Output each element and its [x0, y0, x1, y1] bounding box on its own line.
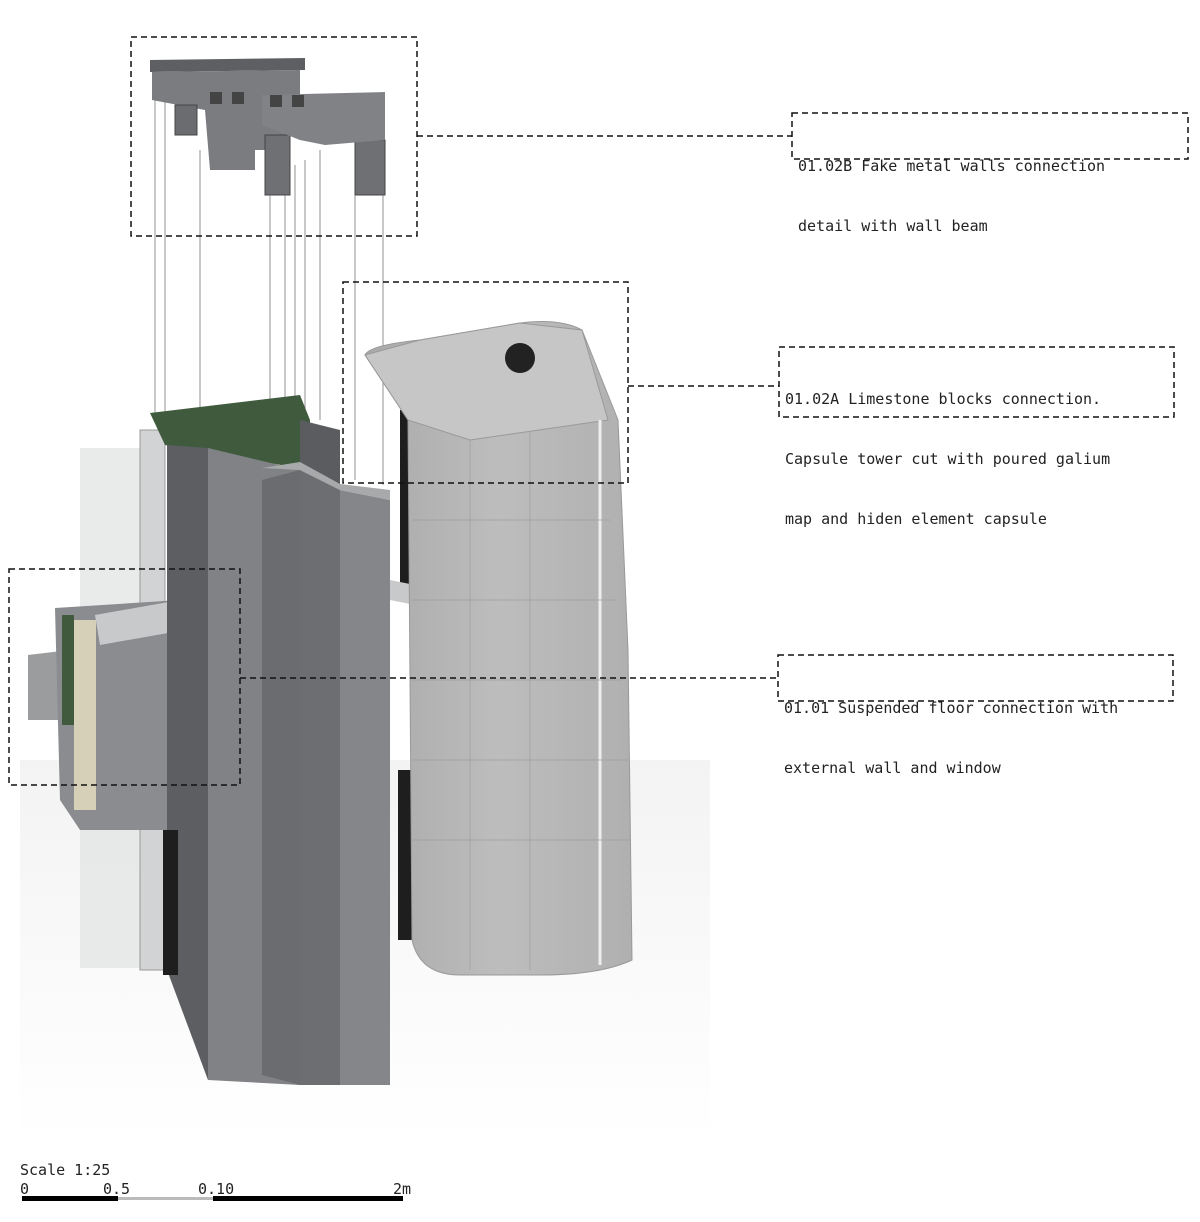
- detail-box-01-02a: [342, 281, 629, 484]
- capsule-hole: [505, 343, 535, 373]
- suspended-floor: [28, 600, 185, 830]
- callout-line: map and hiden element capsule: [785, 510, 1047, 528]
- scale-tick: 0.5: [103, 1180, 131, 1198]
- callout-01-02a: 01.02A Limestone blocks connection. Caps…: [779, 347, 1110, 549]
- detail-box-01-01: [8, 568, 241, 786]
- callout-01-02b: 01.02B Fake metal walls connection detai…: [792, 114, 1105, 256]
- hanger-lines: [154, 100, 384, 485]
- scale-title: Scale 1:25: [20, 1161, 111, 1179]
- scale-bar: [22, 1196, 403, 1201]
- callout-01-01: 01.01 Suspended floor connection with ex…: [778, 656, 1118, 798]
- green-insulation: [150, 395, 310, 470]
- scale-tick: 0: [20, 1180, 30, 1198]
- callout-box-01-02b: [791, 112, 1189, 160]
- metal-columns: [163, 410, 415, 1085]
- callout-line: 01.02B Fake metal walls connection: [798, 157, 1106, 175]
- scale-tick: 0.10: [198, 1180, 235, 1198]
- callout-line: external wall and window: [784, 759, 1001, 777]
- callout-box-01-02a: [778, 346, 1175, 418]
- callout-line: Capsule tower cut with poured galium: [785, 450, 1111, 468]
- scale-tick: 2m: [393, 1180, 412, 1198]
- callout-line: detail with wall beam: [798, 217, 988, 235]
- capsule-tower: [364, 321, 633, 976]
- callout-line: 01.02A Limestone blocks connection.: [785, 390, 1102, 408]
- wall-beam-detail: [150, 58, 386, 196]
- callout-line: 01.01 Suspended floor connection with: [784, 699, 1119, 717]
